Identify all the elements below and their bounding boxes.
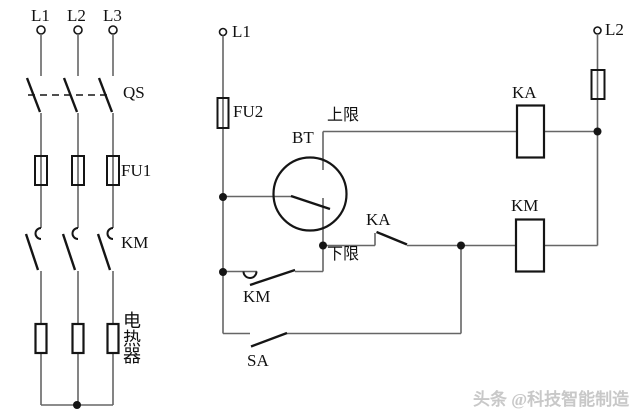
terminal-circle-ctrl-l2 [593, 26, 602, 35]
fu2-fuse-symbol [216, 97, 230, 129]
terminal-circle-ctrl-l1 [218, 27, 228, 37]
power-wires [40, 34, 114, 406]
terminal-circle-l2 [73, 25, 83, 35]
km-main-contacts [24, 227, 114, 271]
label-ka-coil: KA [512, 83, 537, 102]
terminal-circle-l3 [108, 25, 118, 35]
label-phase-l2: L2 [67, 6, 86, 25]
bt-sensor-circle [272, 156, 348, 232]
label-phase-l1: L1 [31, 6, 50, 25]
ka-contact-symbol [376, 230, 408, 246]
label-ctrl-l2: L2 [605, 20, 624, 39]
label-km-aux-contact: KM [243, 287, 271, 306]
junction-dot-lower-limit [319, 241, 327, 250]
junction-dot-km-aux [219, 268, 227, 276]
watermark-text: 头条 @科技智能制造 [473, 390, 630, 409]
qs-switch-symbol [25, 77, 114, 113]
label-sa-switch: SA [247, 351, 269, 370]
km-aux-contact-symbol [242, 268, 296, 287]
ka-coil-symbol [515, 104, 546, 159]
label-km-coil: KM [511, 196, 539, 215]
l2-fuse-symbol [590, 69, 606, 100]
label-fu2-fuse: FU2 [233, 102, 264, 121]
label-upper-limit: 上限 [327, 107, 360, 124]
label-bt-sensor: BT [292, 128, 314, 147]
label-km-main-contacts: KM [121, 233, 149, 252]
control-wires [222, 34, 599, 335]
junction-dot-sa-branch [457, 241, 465, 250]
sa-switch-symbol [250, 331, 288, 348]
label-ka-contact: KA [366, 210, 391, 229]
junction-dot-heater-star [73, 401, 81, 409]
label-phase-l3: L3 [103, 6, 122, 25]
label-fu1-fuse: FU1 [121, 161, 152, 180]
power-circuit [24, 25, 120, 409]
fu1-fuse-symbols [34, 155, 120, 186]
junction-dot-l2-bus [593, 127, 602, 136]
label-heater: 电热器 [123, 311, 141, 366]
junction-dot-bt-common [219, 193, 227, 201]
label-ctrl-l1: L1 [232, 22, 251, 41]
heater-symbols [34, 322, 120, 355]
label-lower-limit: 下限 [327, 246, 360, 263]
control-circuit [216, 26, 606, 348]
label-qs-switch: QS [123, 83, 145, 102]
terminal-circle-l1 [36, 25, 46, 35]
bt-lever [290, 194, 331, 211]
km-coil-symbol [514, 218, 546, 273]
